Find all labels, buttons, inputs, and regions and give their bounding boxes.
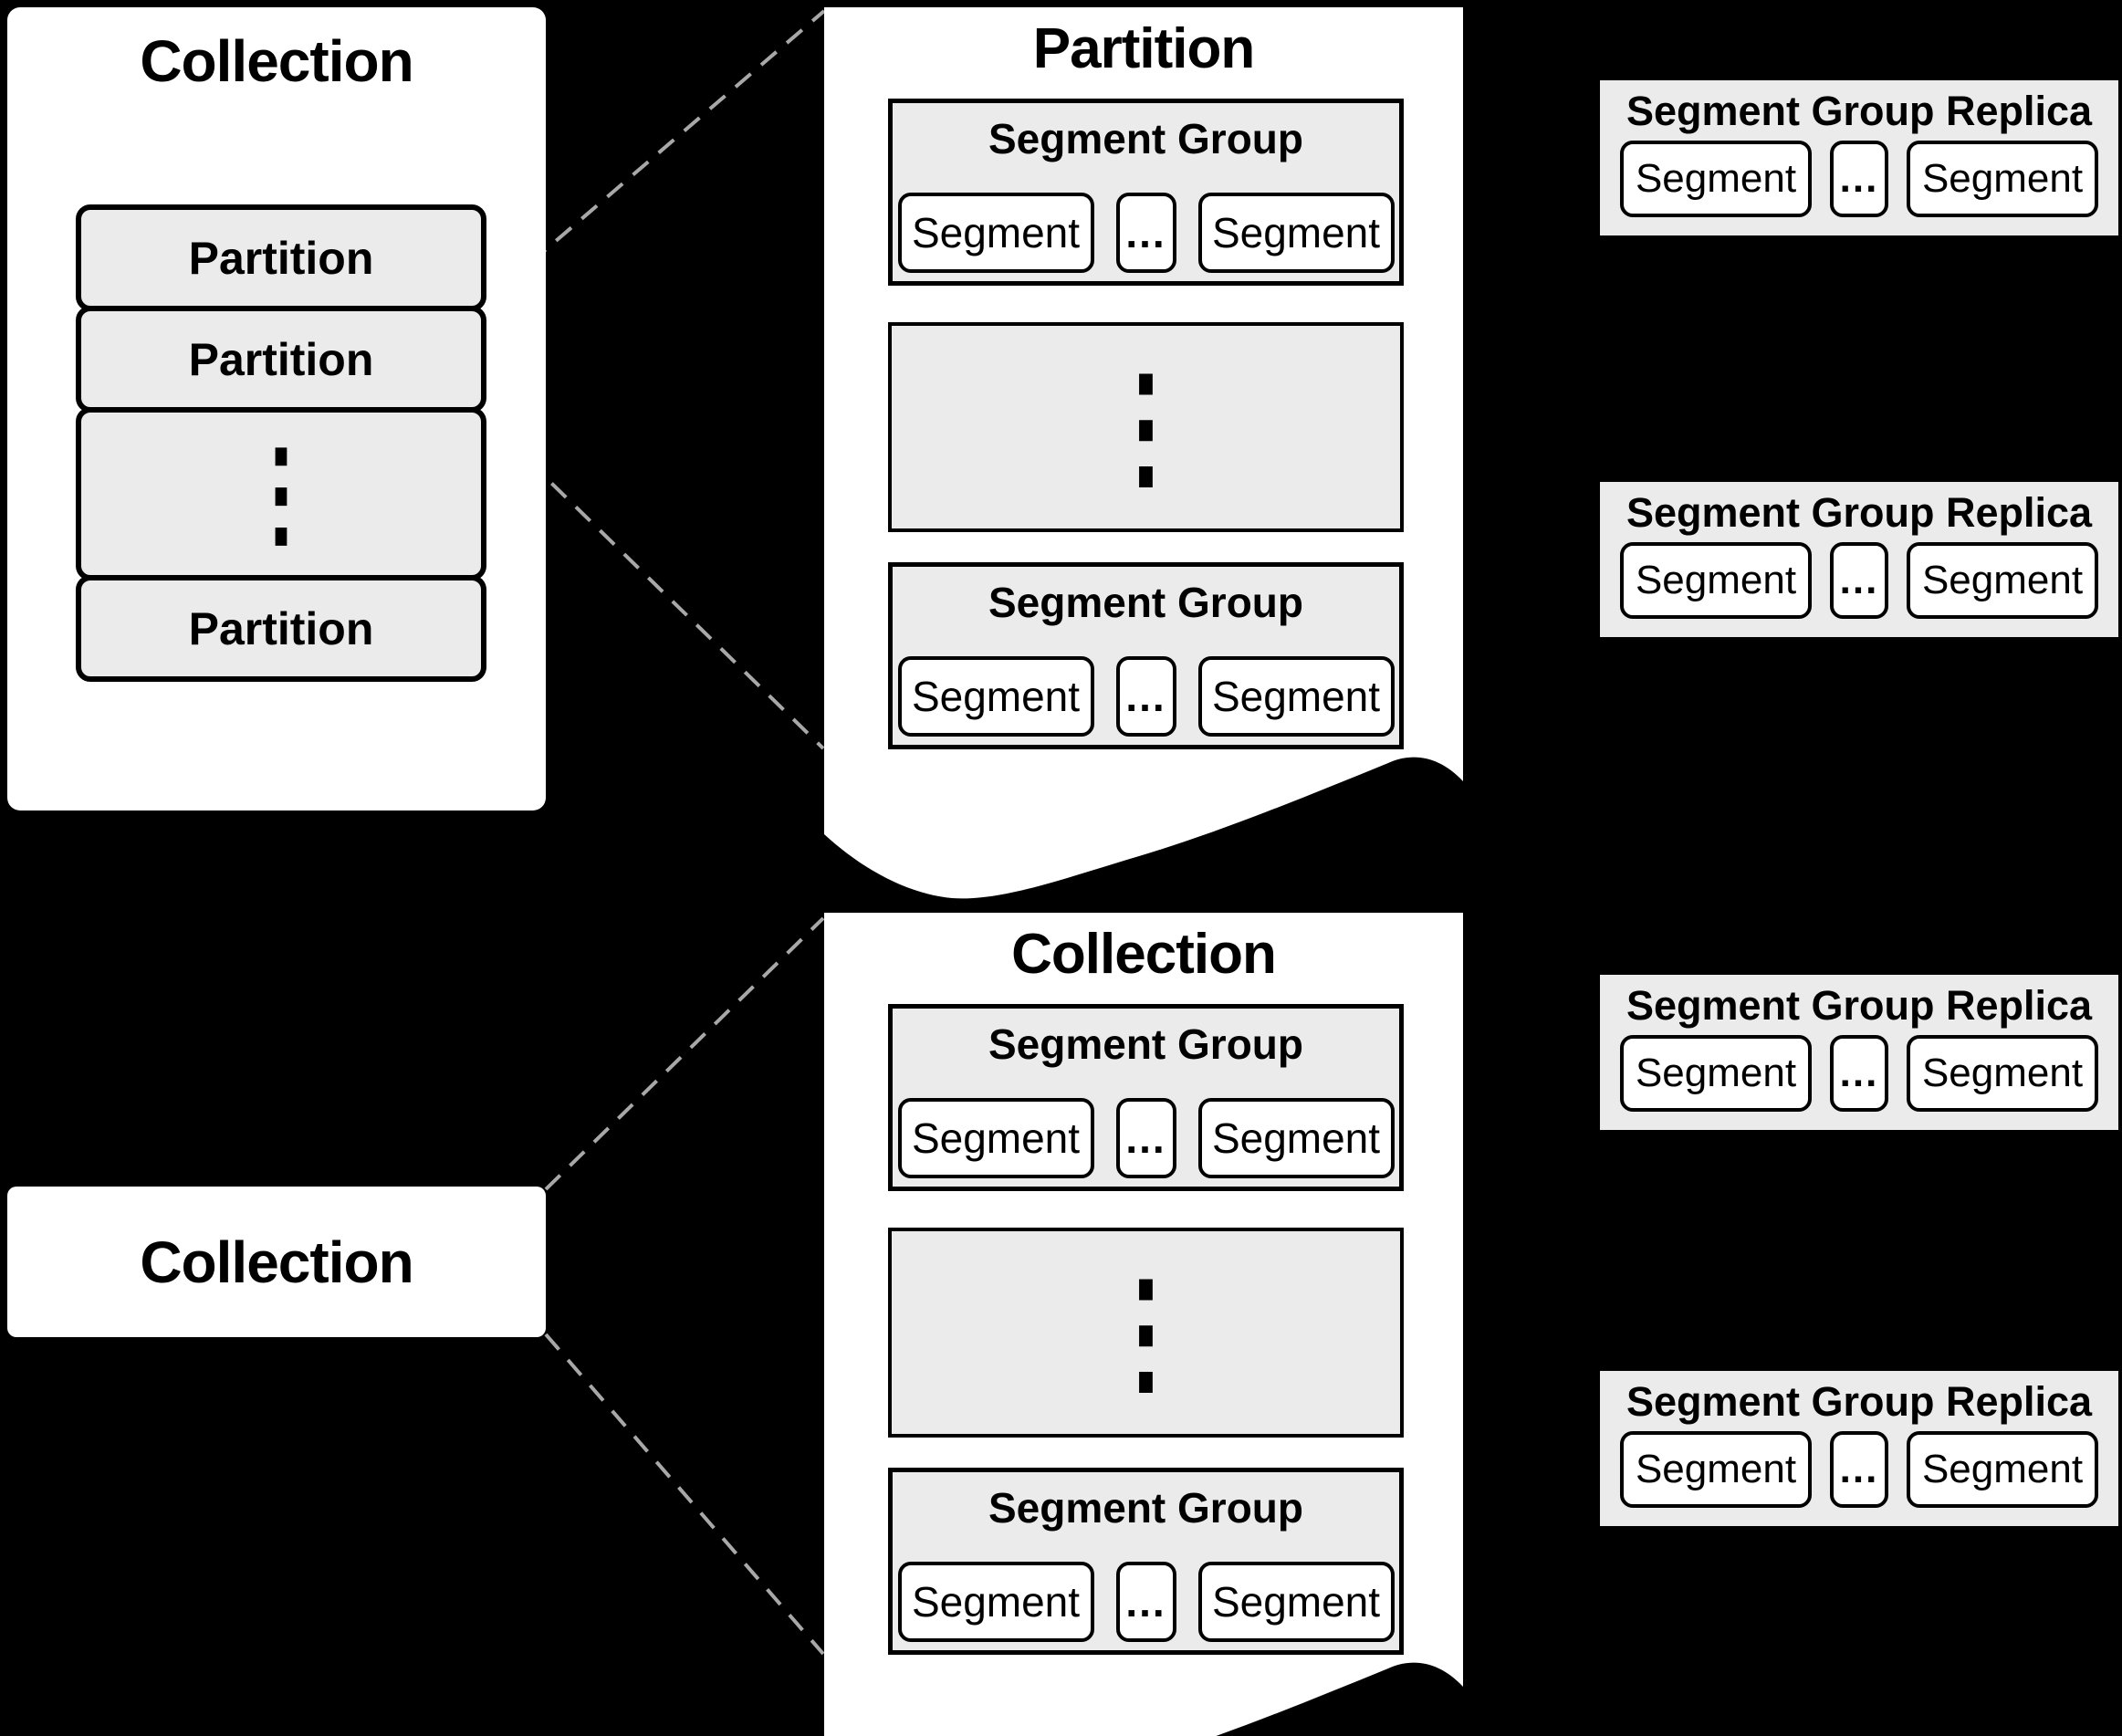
- segment-box: Segment: [1907, 542, 2098, 619]
- vertical-ellipsis: ⋮: [237, 427, 325, 559]
- segment-row: Segment ... Segment: [893, 1562, 1399, 1642]
- segment-box: Segment: [1620, 1431, 1812, 1508]
- segment-row: Segment ... Segment: [1600, 141, 2118, 217]
- vertical-ellipsis: ⋮: [1095, 1256, 1197, 1408]
- segment-box: Segment: [897, 656, 1094, 737]
- segment-row: Segment ... Segment: [893, 1098, 1399, 1178]
- segment-ellipsis-box: ...: [1115, 193, 1176, 273]
- collection-box-label: Collection: [140, 1229, 413, 1295]
- segment-group-ellipsis-box: ⋮: [888, 322, 1404, 532]
- segment-box: Segment: [1197, 1098, 1395, 1178]
- partition-box-2: Partition: [76, 306, 486, 413]
- partition-label: Partition: [188, 333, 374, 385]
- segment-box: Segment: [897, 193, 1094, 273]
- segment-box: Segment: [1620, 1035, 1812, 1112]
- segment-group-title: Segment Group: [988, 115, 1304, 162]
- segment-ellipsis-box: ...: [1830, 141, 1888, 217]
- segment-group-replica-2: Segment Group Replica Segment ... Segmen…: [1600, 482, 2118, 637]
- segment-box: Segment: [1620, 542, 1812, 619]
- segment-box: Segment: [1197, 656, 1395, 737]
- segment-group-box: Segment Group Segment ... Segment: [888, 1468, 1404, 1655]
- partition-ellipsis-box: ⋮: [76, 407, 486, 580]
- segment-box: Segment: [1907, 1035, 2098, 1112]
- segment-group-box: Segment Group Segment ... Segment: [888, 99, 1404, 286]
- collection-detail-document: Collection Segment Group Segment ... Seg…: [824, 913, 1463, 1736]
- connector-collection-to-doc-top: [544, 916, 825, 1191]
- partition-label: Partition: [188, 232, 374, 284]
- segment-row: Segment ... Segment: [1600, 1431, 2118, 1508]
- segment-ellipsis-box: ...: [1115, 1098, 1176, 1178]
- segment-ellipsis-box: ...: [1115, 656, 1176, 737]
- segment-group-replica-4: Segment Group Replica Segment ... Segmen…: [1600, 1371, 2118, 1526]
- replica-title: Segment Group Replica: [1625, 489, 2093, 536]
- segment-box: Segment: [1907, 1431, 2098, 1508]
- vertical-ellipsis: ⋮: [1095, 350, 1197, 503]
- replica-title: Segment Group Replica: [1625, 1378, 2093, 1425]
- collection-panel: Collection Partition Partition ⋮ Partiti…: [7, 7, 546, 810]
- segment-box: Segment: [1907, 141, 2098, 217]
- segment-row: Segment ... Segment: [893, 193, 1399, 273]
- segment-ellipsis-box: ...: [1830, 542, 1888, 619]
- partition-box-3: Partition: [76, 575, 486, 682]
- replica-title: Segment Group Replica: [1625, 982, 2093, 1029]
- document-title: Partition: [1032, 17, 1255, 80]
- segment-group-box: Segment Group Segment ... Segment: [888, 1004, 1404, 1191]
- segment-ellipsis-box: ...: [1830, 1431, 1888, 1508]
- segment-row: Segment ... Segment: [1600, 542, 2118, 619]
- segment-group-ellipsis-box: ⋮: [888, 1228, 1404, 1438]
- segment-box: Segment: [1197, 1562, 1395, 1642]
- connector-collection-to-doc-bottom: [544, 1333, 825, 1656]
- segment-group-title: Segment Group: [988, 1020, 1304, 1068]
- replica-title: Segment Group Replica: [1625, 88, 2093, 134]
- partition-label: Partition: [188, 602, 374, 654]
- segment-group-title: Segment Group: [988, 1484, 1304, 1532]
- segment-group-title: Segment Group: [988, 579, 1304, 626]
- segment-box: Segment: [1197, 193, 1395, 273]
- segment-ellipsis-box: ...: [1115, 1562, 1176, 1642]
- partition-detail-document: Partition Segment Group Segment ... Segm…: [824, 7, 1463, 911]
- segment-row: Segment ... Segment: [893, 656, 1399, 737]
- segment-group-box: Segment Group Segment ... Segment: [888, 562, 1404, 749]
- partition-box-1: Partition: [76, 204, 486, 311]
- segment-group-replica-3: Segment Group Replica Segment ... Segmen…: [1600, 975, 2118, 1130]
- collection-panel-title: Collection: [140, 28, 413, 94]
- segment-row: Segment ... Segment: [1600, 1035, 2118, 1112]
- segment-box: Segment: [1620, 141, 1812, 217]
- segment-group-replica-1: Segment Group Replica Segment ... Segmen…: [1600, 80, 2118, 235]
- segment-box: Segment: [897, 1098, 1094, 1178]
- segment-ellipsis-box: ...: [1830, 1035, 1888, 1112]
- document-title: Collection: [1011, 923, 1277, 986]
- segment-box: Segment: [897, 1562, 1094, 1642]
- collection-box: Collection: [7, 1187, 546, 1337]
